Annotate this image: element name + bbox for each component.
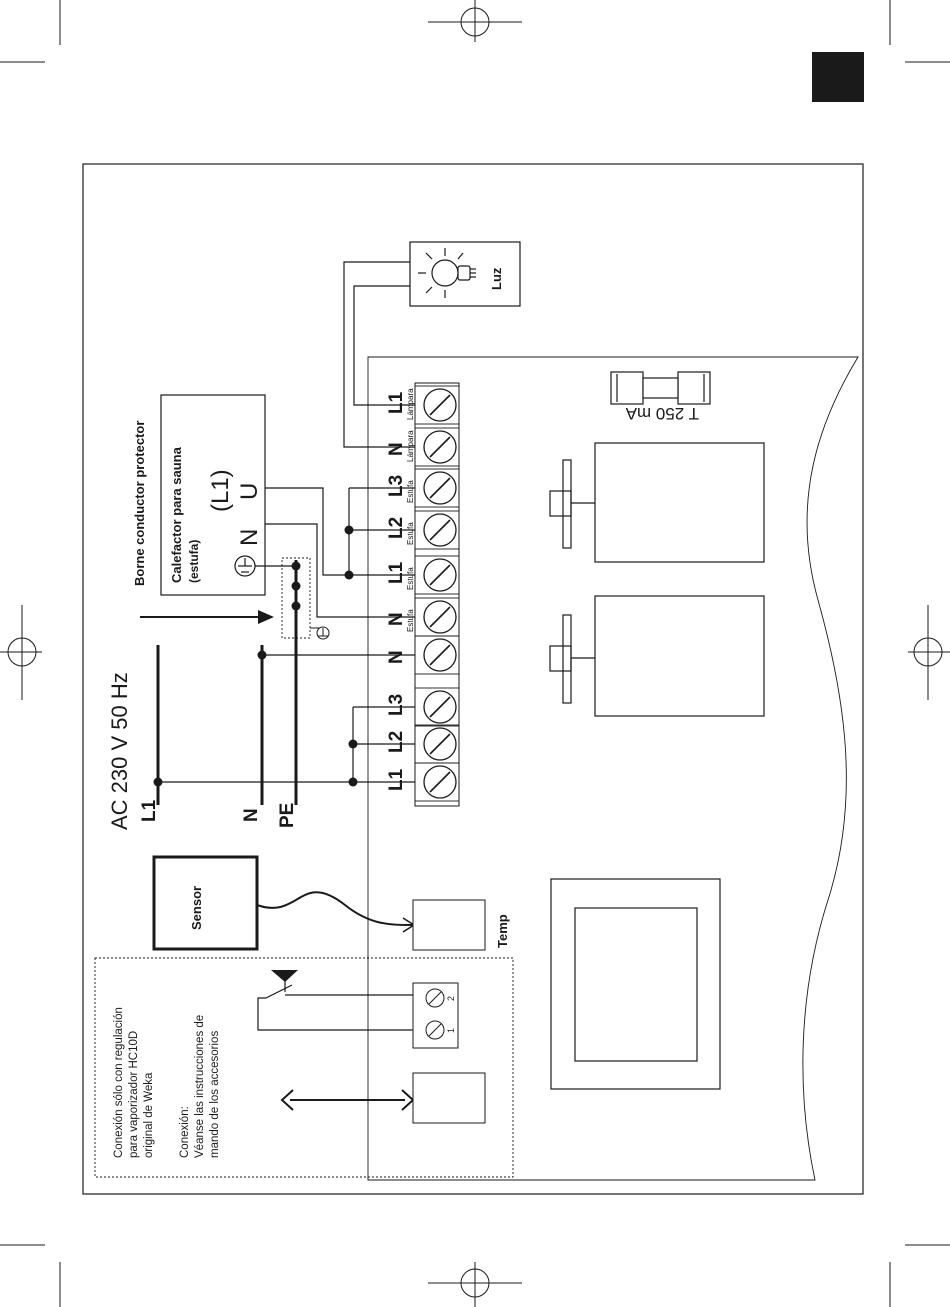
pe-arrow [140, 610, 274, 624]
protective-conductor-label: Borne conductor protector [132, 421, 147, 586]
registration-mark-left [0, 605, 42, 700]
registration-mark-bottom [428, 1262, 522, 1307]
vaporizer-note-line4: Conexión: [179, 1106, 191, 1158]
vaporizer-bidirectional-arrow [280, 1089, 415, 1111]
heater-subtitle: (estufa) [187, 540, 201, 583]
conductor-l1-label: L1 [139, 799, 160, 822]
heater-terminal-n: N [236, 529, 263, 546]
terminal-screw-icon [423, 430, 457, 464]
sensor-box [152, 855, 259, 951]
sensor-label: Sensor [189, 886, 204, 930]
terminal-sublabel: Estufa [406, 609, 415, 632]
terminal-sublabel: Estufa [406, 522, 415, 545]
terminal-screw-icon [423, 600, 457, 634]
switch-contact-icon [257, 970, 413, 1031]
supply-conductors [156, 560, 298, 805]
sensor-cable [256, 891, 414, 926]
terminal-label: N [386, 442, 407, 456]
vaporizer-note-line2: para vaporizador HC10D [128, 1031, 140, 1158]
switch-actuator-icon [271, 970, 298, 982]
conductor-pe-label: PE [277, 803, 298, 828]
diagram-frame [82, 163, 864, 1195]
vaporizer-terminal-2-label: 2 [446, 996, 456, 1001]
terminal-label: L2 [386, 517, 407, 539]
terminal-label: L3 [386, 475, 407, 497]
vaporizer-note-line3: original de Weka [143, 1072, 155, 1158]
terminal-sublabel: Lámpara [406, 388, 415, 420]
terminal-2: L2 [386, 724, 460, 764]
fuse-icon [610, 371, 711, 405]
terminal-label: N [386, 650, 407, 664]
terminal-label: L3 [386, 694, 407, 716]
vaporizer-region [94, 957, 514, 1178]
terminal-sublabel: Lámpara [406, 430, 415, 462]
terminal-sublabel: Estufa [406, 567, 415, 590]
vaporizer-terminal-block [412, 982, 459, 1049]
terminal-1: L1 [386, 762, 460, 802]
terminal-label: L2 [386, 731, 407, 753]
terminal-label: L1 [386, 768, 407, 791]
terminal-screw-icon [423, 471, 457, 505]
control-panel-display [550, 878, 721, 1090]
vaporizer-screw-2 [425, 988, 445, 1008]
fuse-label: T 250 mA [625, 404, 699, 423]
terminal-label: L1 [386, 391, 407, 414]
terminal-screw-icon [423, 558, 457, 592]
terminal-screw-icon [423, 765, 457, 799]
terminal-4: N [386, 635, 460, 675]
temp-input-box [412, 899, 486, 951]
terminal-strip-outer [414, 382, 460, 807]
temp-input-label: Temp [495, 914, 510, 948]
lamp-wiring [343, 261, 415, 448]
terminal-screw-icon [423, 388, 457, 422]
terminal-screw-icon [423, 513, 457, 547]
ground-symbol-icon [310, 626, 330, 640]
heater-terminal-u: U [236, 483, 263, 500]
protective-conductor-terminal [281, 557, 311, 639]
terminal-3: L3 [386, 687, 460, 727]
vaporizer-connector-box [412, 1072, 486, 1124]
vaporizer-screw-1 [425, 1020, 445, 1040]
vaporizer-note-line5: Véanse las instrucciones de [194, 1015, 206, 1158]
terminal-label: N [386, 612, 407, 626]
supply-voltage-label: AC 230 V 50 Hz [107, 672, 132, 830]
relay-upper [549, 442, 765, 563]
vaporizer-note-line1: Conexión sólo con regulación [113, 1007, 125, 1158]
relay-lower [549, 595, 765, 717]
light-bulb-icon [418, 248, 476, 298]
control-unit-housing [367, 356, 859, 1181]
terminal-screw-icon [423, 638, 457, 672]
lamp-label: Luz [489, 267, 504, 290]
heater-title: Calefactor para sauna [169, 446, 184, 583]
registration-mark-right [908, 605, 950, 700]
terminal-screw-icon [423, 690, 457, 724]
terminal-screw-icon [423, 727, 457, 761]
terminal-sublabel: Estufa [406, 480, 415, 503]
conductor-n-label: N [241, 808, 262, 822]
heater-wiring [255, 487, 415, 618]
registration-mark-top [428, 0, 522, 42]
supply-wiring [158, 654, 415, 783]
page-tab [812, 52, 864, 102]
heater-terminal-l1: (L1) [207, 469, 234, 512]
terminal-label: L1 [386, 561, 407, 584]
lamp-box [409, 241, 521, 307]
vaporizer-note-line6: mando de los accesorios [209, 1031, 221, 1158]
vaporizer-terminal-1-label: 1 [446, 1028, 456, 1033]
heater-box [160, 394, 266, 596]
